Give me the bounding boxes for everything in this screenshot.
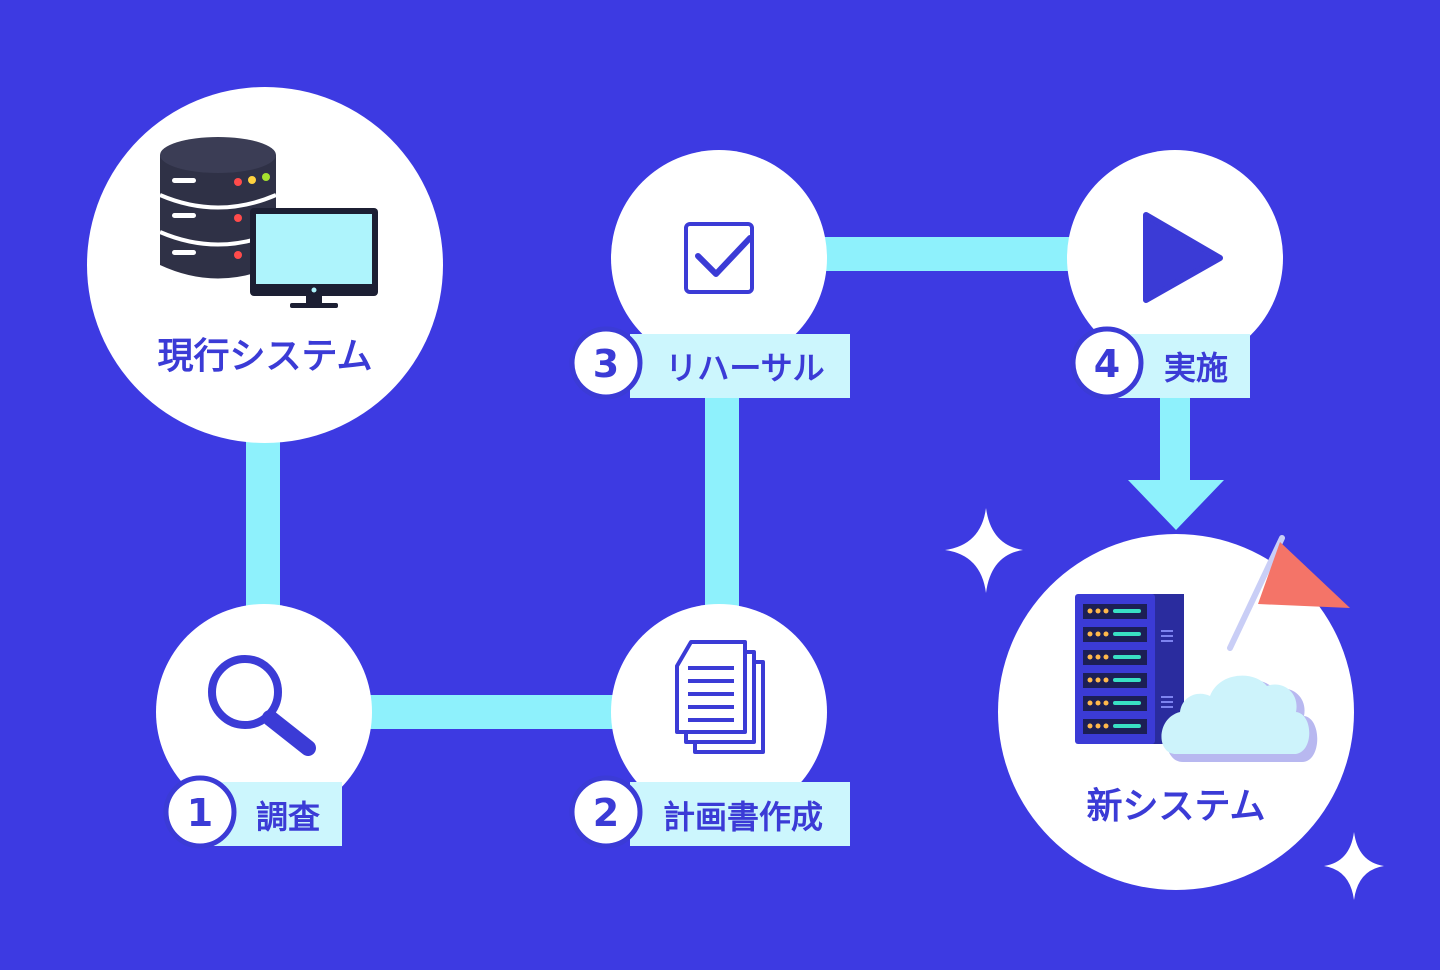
flag-icon [1227, 535, 1350, 651]
play-icon [1143, 212, 1223, 303]
step-label: 調査 [256, 798, 320, 836]
connector-step2-to-step3 [705, 390, 739, 620]
step-2: 2 計画書作成 [569, 604, 850, 849]
connector-step3-to-step4 [815, 237, 1080, 271]
step-label: 計画書作成 [663, 798, 823, 836]
step-label: 実施 [1164, 349, 1228, 387]
step-number: 2 [593, 791, 619, 835]
magnifier-icon [208, 655, 316, 756]
step-number: 1 [187, 791, 213, 835]
step-number-badge [569, 326, 643, 400]
step-label-box [630, 334, 850, 398]
step-circle [156, 604, 372, 820]
documents-icon [675, 640, 765, 754]
step-1: 1 調査 [156, 604, 372, 849]
node-new-system: 新システム [998, 534, 1354, 890]
arrow-head [1128, 480, 1224, 530]
step-number-badge [1070, 326, 1144, 400]
node-current-system: 現行システム [87, 87, 443, 443]
sparkle-icon [945, 508, 1023, 593]
connectors [246, 237, 1224, 729]
checkbox-icon [684, 222, 754, 294]
step-number: 3 [593, 342, 619, 386]
step-label: リハーサル [665, 349, 824, 387]
step-number-badge [569, 775, 643, 849]
step-circle [611, 150, 827, 366]
cloud-icon [1161, 675, 1318, 762]
server-rack-icon [1075, 594, 1184, 744]
sparkle-icon [1324, 832, 1384, 900]
step-number-badge [163, 775, 237, 849]
monitor-icon [250, 208, 378, 308]
step-4: 4 実施 [1067, 150, 1283, 400]
step-number: 4 [1094, 342, 1120, 386]
node-label: 新システム [1087, 786, 1266, 827]
step-label-box [630, 782, 850, 846]
node-label: 現行システム [158, 336, 373, 377]
connector-step4-to-new [1160, 395, 1190, 485]
database-server-icon [159, 137, 277, 279]
step-3: 3 リハーサル [569, 150, 850, 400]
connector-current-to-step1 [246, 425, 280, 635]
connector-step1-to-step2 [360, 695, 620, 729]
